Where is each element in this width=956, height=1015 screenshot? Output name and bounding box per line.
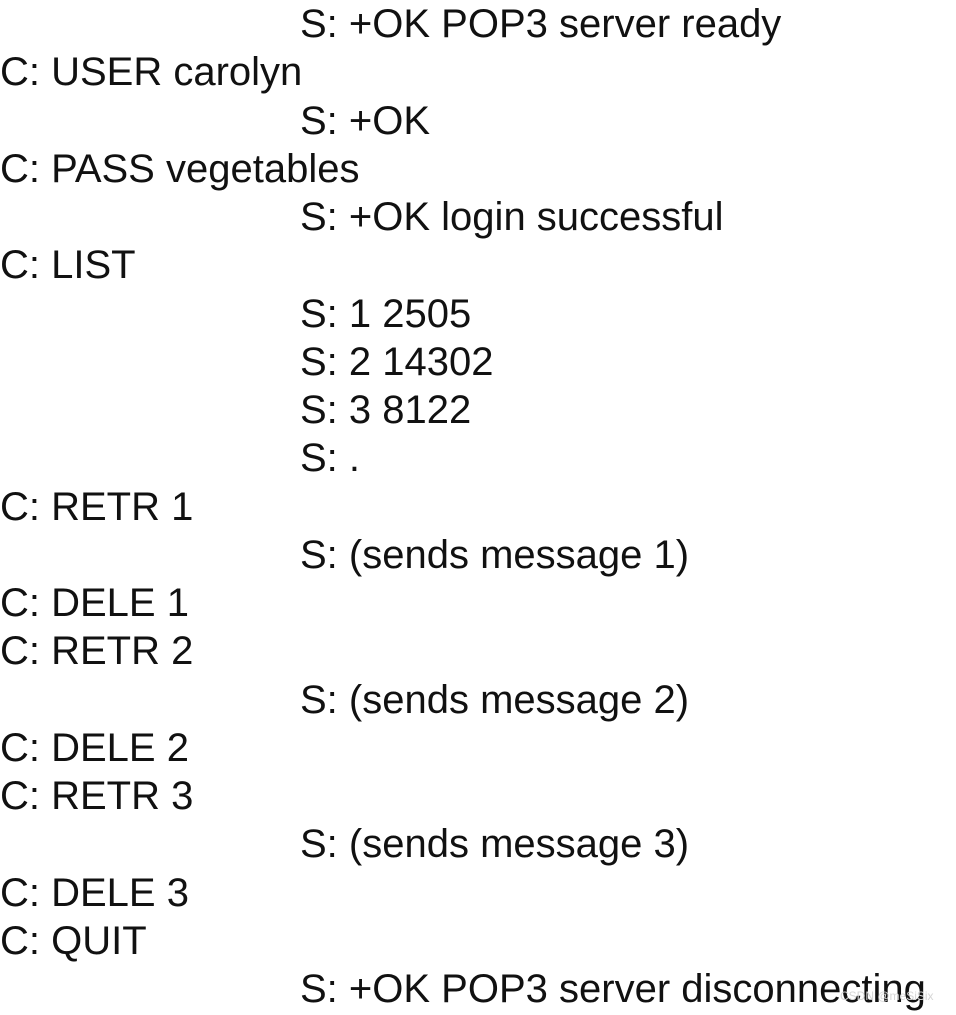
server-line: S: . — [300, 436, 361, 480]
watermark: CSDN @meSiSix — [840, 989, 934, 1003]
server-line: S: 2 14302 — [300, 340, 494, 384]
client-line: C: RETR 3 — [0, 774, 194, 818]
server-line: S: +OK login successful — [300, 195, 724, 239]
client-line: C: PASS vegetables — [0, 147, 360, 191]
client-line: C: QUIT — [0, 919, 147, 963]
server-line: S: +OK POP3 server ready — [300, 2, 782, 46]
client-line: C: USER carolyn — [0, 50, 303, 94]
client-line: C: RETR 1 — [0, 485, 194, 529]
server-line: S: (sends message 2) — [300, 678, 690, 722]
client-line: C: RETR 2 — [0, 629, 194, 673]
server-line: S: 1 2505 — [300, 292, 472, 336]
client-line: C: DELE 2 — [0, 726, 189, 770]
client-line: C: LIST — [0, 243, 136, 287]
server-line: S: +OK POP3 server disconnecting — [300, 967, 926, 1011]
client-line: C: DELE 3 — [0, 871, 189, 915]
server-line: S: (sends message 3) — [300, 822, 690, 866]
client-line: C: DELE 1 — [0, 581, 189, 625]
server-line: S: +OK — [300, 99, 431, 143]
server-line: S: 3 8122 — [300, 388, 472, 432]
server-line: S: (sends message 1) — [300, 533, 690, 577]
